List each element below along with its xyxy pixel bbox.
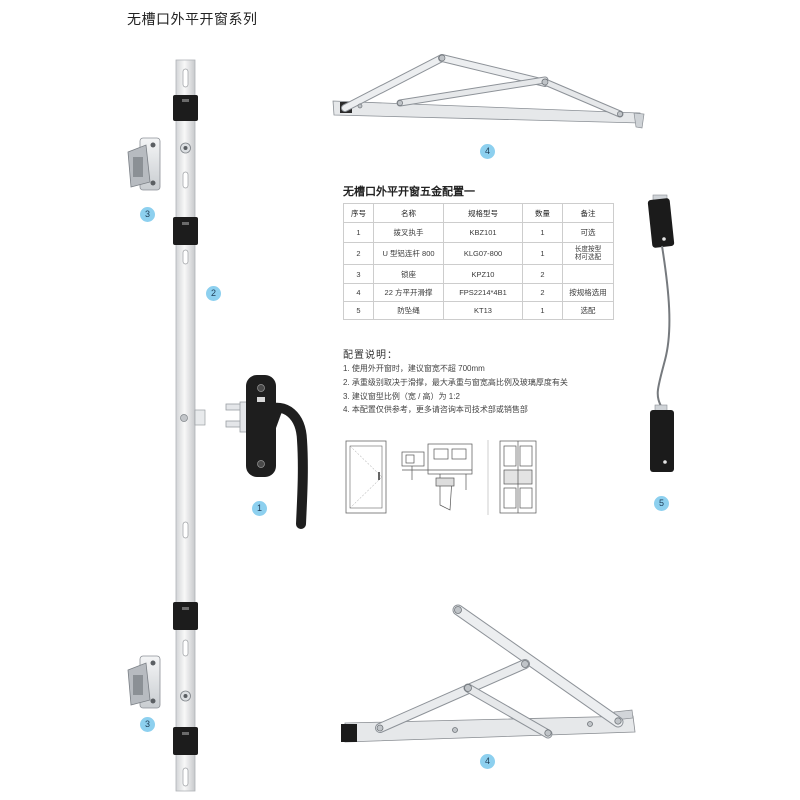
- table-cell: 1: [522, 242, 563, 265]
- table-cell: 防坠绳: [373, 301, 444, 320]
- table-cell: 4: [343, 283, 374, 302]
- table-row: 4 22 方平开滑撑 FPS2214*4B1 2 按规格选用: [343, 283, 614, 302]
- table-cell: 拨叉执手: [373, 222, 444, 243]
- section-drawing: [401, 443, 473, 511]
- table-row: 3 锁座 KPZ10 2: [343, 264, 614, 284]
- table-cell: 1: [343, 222, 374, 243]
- header-cell: 名称: [373, 203, 444, 223]
- table-cell: 5: [343, 301, 374, 320]
- table-title: 无槽口外平开窗五金配置一: [343, 186, 475, 198]
- callout-keeper-bottom: 3: [140, 717, 155, 732]
- header-cell: 备注: [562, 203, 614, 223]
- rod-slot: [182, 171, 189, 189]
- rod-slot: [182, 639, 189, 657]
- table-cell: 可选: [562, 222, 614, 243]
- notes-heading: 配置说明：: [343, 350, 398, 361]
- table-row: 5 防坠绳 KT13 1 选配: [343, 301, 614, 320]
- table-header-row: 序号 名称 规格型号 数量 备注: [343, 203, 614, 223]
- restrictor-image: [647, 194, 675, 472]
- rod-center-pin: [180, 414, 188, 422]
- table-cell: 选配: [562, 301, 614, 320]
- callout-rod: 2: [206, 286, 221, 301]
- note-item: 1. 使用外开窗时，建议窗宽不超 700mm: [343, 364, 485, 373]
- rod-slot: [182, 767, 189, 787]
- handle-image: [225, 375, 308, 529]
- table-cell: [562, 264, 614, 284]
- table-cell: 3: [343, 264, 374, 284]
- table-cell: KBZ101: [443, 222, 523, 243]
- config-table: 序号 名称 规格型号 数量 备注 1 拨叉执手 KBZ101 1 可选 2 U …: [343, 203, 614, 320]
- rod-slot: [182, 249, 189, 265]
- notes-list: 1. 使用外开窗时，建议窗宽不超 700mm 2. 承重级别取决于滑撑，最大承重…: [343, 362, 568, 417]
- friction-stay-image: [341, 604, 636, 743]
- rod-slot: [182, 68, 189, 88]
- table-cell: 22 方平开滑撑: [373, 283, 444, 302]
- table-cell: 锁座: [373, 264, 444, 284]
- rod-black-block: [173, 95, 198, 755]
- header-cell: 规格型号: [443, 203, 523, 223]
- table-cell: 长度按型 材可选配: [562, 242, 614, 265]
- callout-handle: 1: [252, 501, 267, 516]
- header-cell: 数量: [522, 203, 563, 223]
- table-cell: 1: [522, 301, 563, 320]
- table-row: 1 拨叉执手 KBZ101 1 可选: [343, 222, 614, 243]
- keeper-image: [127, 655, 161, 709]
- friction-stay-image: [332, 54, 645, 129]
- table-cell: 2: [522, 283, 563, 302]
- table-cell: U 型铝连杆 800: [373, 242, 444, 265]
- keeper-image: [127, 137, 161, 191]
- note-item: 2. 承重级别取决于滑撑，最大承重与窗宽高比例及玻璃厚度有关: [343, 377, 568, 387]
- table-cell: KT13: [443, 301, 523, 320]
- transmission-rod-image: [173, 59, 206, 792]
- table-row: 2 U 型铝连杆 800 KLG07-800 1 长度按型 材可选配: [343, 242, 614, 265]
- table-cell: FPS2214*4B1: [443, 283, 523, 302]
- table-cell: 1: [522, 222, 563, 243]
- page-title: 无槽口外平开窗系列: [127, 11, 258, 27]
- header-cell: 序号: [343, 203, 374, 223]
- note-item: 3. 建议窗型比例（宽 / 高）为 1:2: [343, 391, 460, 401]
- note-item: 4. 本配置仅供参考，更多请咨询本司技术部或销售部: [343, 405, 528, 415]
- rod-slot: [182, 521, 189, 539]
- section-drawing: [499, 440, 537, 514]
- table-cell: 2: [343, 242, 374, 265]
- callout-keeper-top: 3: [140, 207, 155, 222]
- window-elevation-drawing: [345, 440, 387, 514]
- callout-restrictor: 5: [654, 496, 669, 511]
- table-cell: 按规格选用: [562, 283, 614, 302]
- table-cell: KPZ10: [443, 264, 523, 284]
- table-cell: 2: [522, 264, 563, 284]
- callout-stay-bottom: 4: [480, 754, 495, 769]
- handle-fork: [225, 401, 249, 433]
- table-cell: KLG07-800: [443, 242, 523, 265]
- callout-stay-top: 4: [480, 144, 495, 159]
